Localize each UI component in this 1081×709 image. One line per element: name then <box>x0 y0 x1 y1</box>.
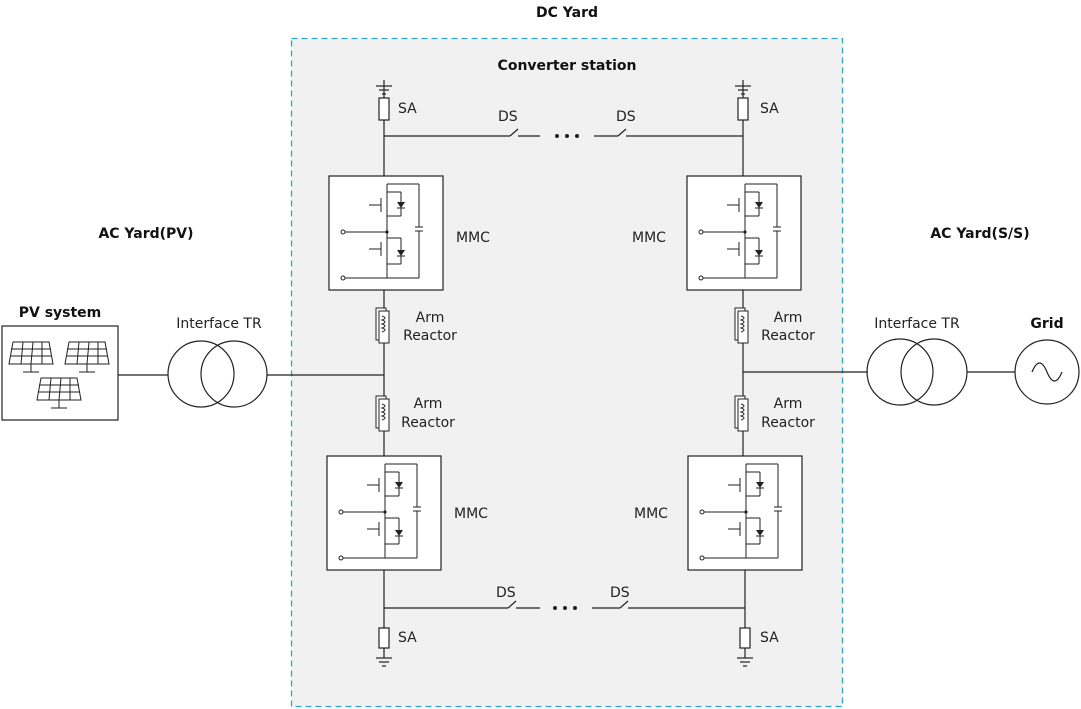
reactor-top-right-icon <box>734 307 749 344</box>
transformer-left-icon <box>167 340 268 408</box>
mmc-top-right-icon <box>686 175 802 291</box>
mmc-top-left-icon <box>328 175 444 291</box>
mmc-bottom-right-label: MMC <box>634 506 668 522</box>
disconnector-switch-icon <box>384 128 743 138</box>
arm-reactor-top-left-label-1: Arm <box>416 310 445 326</box>
ds-bottom-right-label: DS <box>610 585 630 601</box>
arm-reactor-bottom-right-label-1: Arm <box>774 396 803 412</box>
ac-yard-pv-label: AC Yard(PV) <box>98 226 193 242</box>
ground-icon <box>376 657 392 667</box>
pv-system-box <box>1 325 119 421</box>
surge-arrester-icon <box>378 97 390 121</box>
arm-reactor-top-right-label-1: Arm <box>774 310 803 326</box>
arm-reactor-top-left-label-2: Reactor <box>403 328 457 344</box>
interface-tr-right-label: Interface TR <box>874 316 960 332</box>
ac-yard-ss-label: AC Yard(S/S) <box>930 226 1029 242</box>
mmc-bottom-left-icon <box>326 455 442 571</box>
converter-station-title: Converter station <box>498 58 637 74</box>
arm-reactor-top-right-label-2: Reactor <box>761 328 815 344</box>
pv-system-label: PV system <box>19 305 102 321</box>
reactor-top-left-icon <box>375 307 390 344</box>
interface-tr-left-label: Interface TR <box>176 316 262 332</box>
grid-source-icon <box>1014 339 1080 405</box>
sa-top-right-label: SA <box>760 101 779 117</box>
arm-reactor-bottom-right-label-2: Reactor <box>761 415 815 431</box>
ds-top-left-label: DS <box>498 109 518 125</box>
reactor-bottom-left-icon <box>375 395 390 432</box>
sa-bottom-left-label: SA <box>398 630 417 646</box>
ground-icon <box>737 657 753 667</box>
arm-reactor-bottom-left-label-2: Reactor <box>401 415 455 431</box>
surge-arrester-icon <box>378 627 390 649</box>
mmc-bottom-right-icon <box>687 455 803 571</box>
dc-yard-title: DC Yard <box>536 5 598 21</box>
grid-label: Grid <box>1030 316 1063 332</box>
ds-top-right-label: DS <box>616 109 636 125</box>
transformer-right-icon <box>866 338 968 406</box>
mmc-bottom-left-label: MMC <box>454 506 488 522</box>
sa-bottom-right-label: SA <box>760 630 779 646</box>
disconnector-switch-icon <box>384 600 745 610</box>
surge-arrester-icon <box>737 97 749 121</box>
surge-arrester-icon <box>739 627 751 649</box>
ds-bottom-left-label: DS <box>496 585 516 601</box>
reactor-bottom-right-icon <box>734 395 749 432</box>
mmc-top-left-label: MMC <box>456 230 490 246</box>
mmc-top-right-label: MMC <box>632 230 666 246</box>
arm-reactor-bottom-left-label-1: Arm <box>414 396 443 412</box>
sa-top-left-label: SA <box>398 101 417 117</box>
